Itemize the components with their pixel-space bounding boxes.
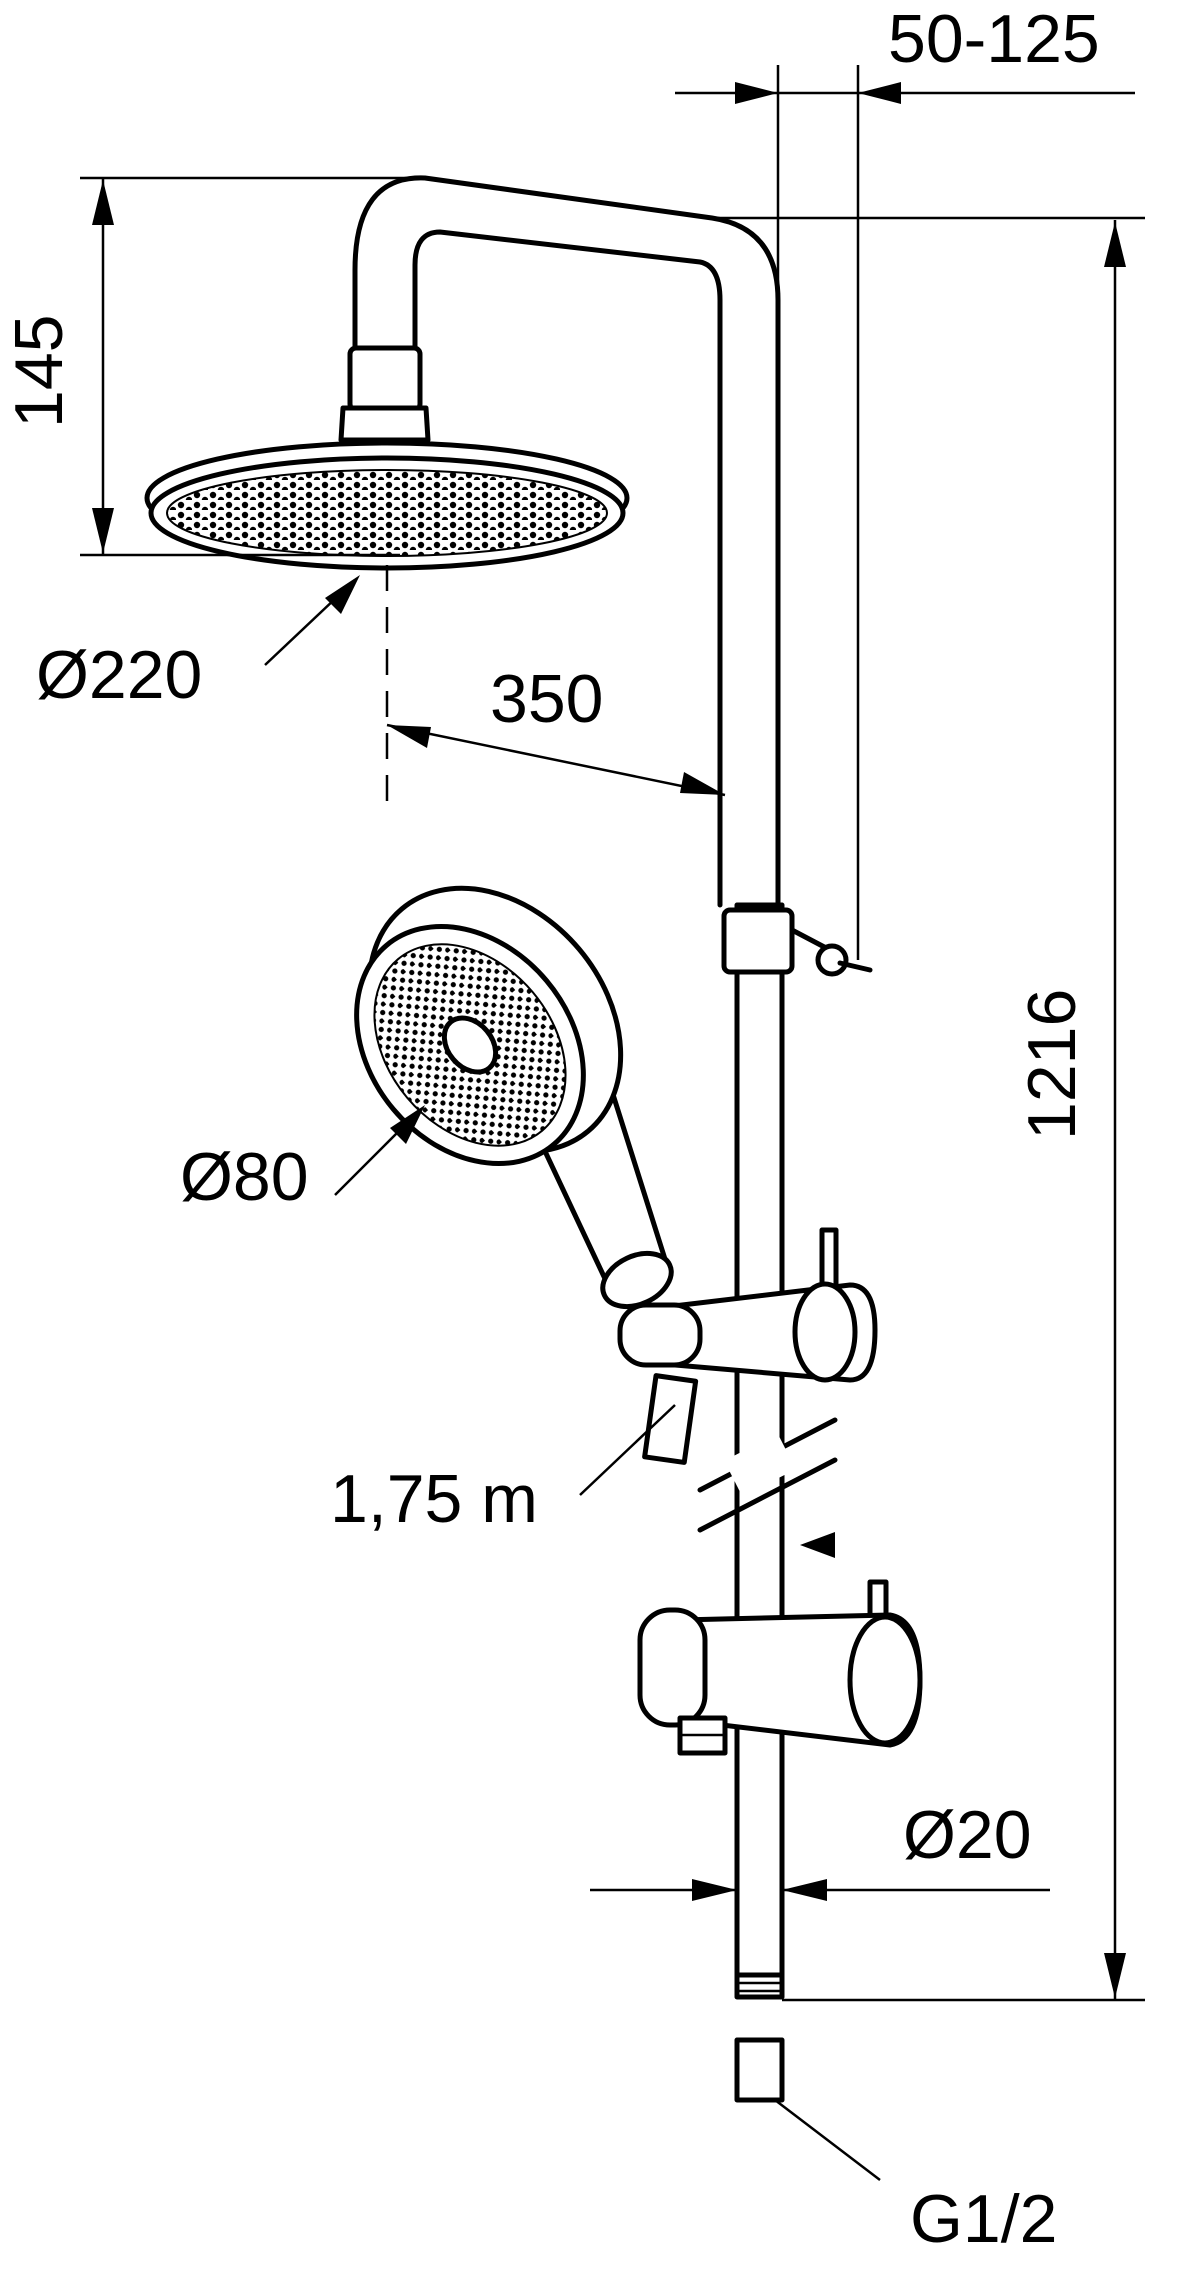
leader-handshower-diameter (334, 1105, 425, 1196)
dimension-arm-reach (385, 565, 726, 810)
thread-fitting (734, 2037, 785, 2103)
leader-head-diameter (264, 575, 360, 666)
leader-thread (774, 2099, 881, 2181)
leader-hose-length (579, 1404, 676, 1496)
label-arm-height: 145 (1, 315, 77, 428)
shower-head (144, 345, 630, 571)
dimension-bracket-offset (675, 65, 1135, 960)
label-hose-length: 1,75 m (330, 1461, 538, 1537)
hand-shower-holder (617, 1227, 878, 1465)
label-thread: G1/2 (910, 2181, 1057, 2257)
label-head-diameter: Ø220 (36, 637, 202, 713)
hand-shower (354, 885, 674, 1310)
label-bracket-offset: 50-125 (888, 1, 1100, 77)
shower-rail (697, 902, 838, 2000)
label-handshower-diameter: Ø80 (180, 1139, 309, 1215)
dimension-rail-diameter (590, 1879, 1050, 1901)
dimension-arm-height (80, 176, 425, 557)
dimension-total-height (712, 216, 1145, 2002)
label-total-height: 1216 (1014, 989, 1090, 1140)
label-arm-reach: 350 (490, 661, 603, 737)
wall-bracket-upper (721, 907, 873, 977)
label-rail-diameter: Ø20 (903, 1797, 1032, 1873)
lower-slider (637, 1532, 923, 1756)
